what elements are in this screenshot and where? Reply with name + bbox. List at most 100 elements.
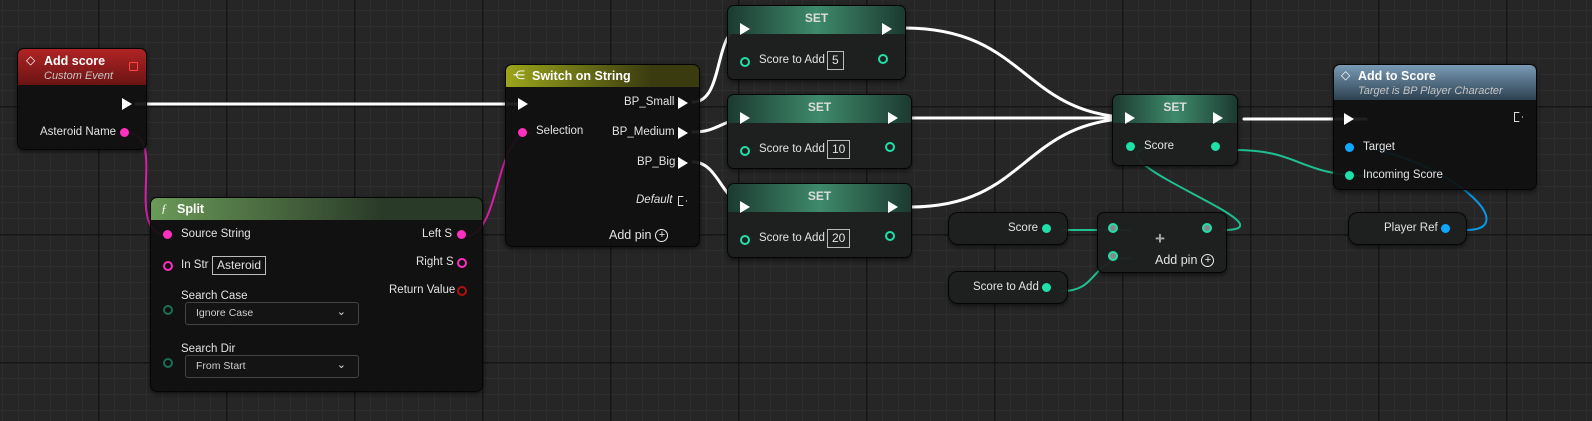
switch-icon: ⋲: [513, 68, 525, 82]
set20-exec-in-pin[interactable]: [740, 201, 750, 213]
chevron-down-icon: ⌄: [336, 359, 346, 371]
exec-wire-set20-to-setscore: [908, 116, 1142, 209]
plus-circle-icon: +: [655, 229, 669, 243]
set10-out-pin[interactable]: [885, 142, 895, 152]
selection-label: Selection: [536, 125, 584, 137]
bp-big-label: BP_Big: [637, 156, 676, 168]
add-to-score-subtitle: Target is BP Player Character: [1358, 85, 1503, 97]
add-input-b-pin[interactable]: [1108, 251, 1118, 261]
setscore-exec-in-pin[interactable]: [1125, 112, 1135, 124]
default-label: Default: [636, 194, 673, 206]
set-title: SET: [807, 189, 832, 203]
set20-value-input[interactable]: 20: [827, 229, 851, 248]
search-dir-dropdown[interactable]: From Start ⌄: [185, 355, 359, 378]
asteroid-name-pin[interactable]: [120, 128, 129, 137]
split-node[interactable]: ƒ Split Source String In Str Asteroid Se…: [150, 197, 483, 392]
add-to-score-exec-out-pin[interactable]: [1514, 112, 1523, 122]
add-pin-label: Add pin: [609, 228, 652, 242]
score-getter-node[interactable]: Score: [948, 212, 1068, 245]
add-node-add-pin-button[interactable]: Add pin+: [1155, 253, 1215, 268]
set10-exec-out-pin[interactable]: [888, 112, 898, 124]
search-dir-value: From Start: [196, 360, 246, 372]
event-exec-out-pin[interactable]: [122, 98, 132, 110]
switch-add-pin-button[interactable]: Add pin+: [609, 228, 669, 243]
chevron-down-icon: ⌄: [336, 306, 346, 318]
return-value-pin[interactable]: [457, 286, 467, 296]
setscore-pin-label: Score: [1144, 140, 1175, 152]
set-score-to-add-20-node[interactable]: SET Score to Add 20: [727, 183, 912, 258]
right-s-pin[interactable]: [457, 258, 467, 268]
left-s-label: Left S: [422, 228, 453, 240]
exec-wire-set5-to-setscore: [902, 26, 1142, 120]
event-subtitle: Custom Event: [44, 70, 114, 82]
right-s-label: Right S: [416, 256, 454, 268]
set-title: SET: [1163, 100, 1187, 114]
switch-header: ⋲ Switch on String: [506, 65, 699, 87]
set10-exec-in-pin[interactable]: [740, 112, 750, 124]
asteroid-name-label: Asteroid Name: [40, 126, 117, 138]
source-string-pin[interactable]: [163, 230, 172, 239]
target-pin[interactable]: [1345, 143, 1354, 152]
switch-exec-in-pin[interactable]: [518, 98, 528, 110]
set5-value-input[interactable]: 5: [827, 51, 844, 70]
add-input-a-pin[interactable]: [1108, 223, 1118, 233]
in-str-pin[interactable]: [163, 261, 173, 271]
setscore-out-pin[interactable]: [1211, 142, 1220, 151]
set5-value-pin[interactable]: [740, 57, 750, 67]
set-score-to-add-10-node[interactable]: SET Score to Add 10: [727, 94, 912, 169]
score-to-add-getter-pin[interactable]: [1042, 283, 1051, 292]
bp-medium-exec-pin[interactable]: [678, 127, 688, 139]
player-ref-pin[interactable]: [1441, 224, 1450, 233]
score-to-add-getter-label: Score to Add: [973, 281, 1039, 293]
add-to-score-node[interactable]: ◇ Add to Score Target is BP Player Chara…: [1333, 64, 1537, 190]
target-label: Target: [1363, 141, 1395, 153]
switch-title: Switch on String: [532, 69, 631, 83]
score-to-add-getter-node[interactable]: Score to Add: [948, 271, 1068, 304]
set20-value-pin[interactable]: [740, 235, 750, 245]
add-to-score-title: Add to Score: [1358, 69, 1436, 83]
set5-out-pin[interactable]: [878, 54, 888, 64]
set5-exec-in-pin[interactable]: [740, 23, 750, 35]
bp-big-exec-pin[interactable]: [678, 157, 688, 169]
source-string-label: Source String: [181, 228, 251, 240]
selection-pin[interactable]: [518, 128, 527, 137]
function-call-icon: ◇: [1341, 68, 1351, 82]
search-case-pin[interactable]: [163, 305, 173, 315]
set10-pin-label: Score to Add: [759, 143, 825, 155]
in-str-label: In Str: [181, 259, 209, 271]
bp-small-exec-pin[interactable]: [678, 97, 688, 109]
add-output-pin[interactable]: [1202, 223, 1212, 233]
setscore-value-pin[interactable]: [1126, 142, 1135, 151]
switch-on-string-node[interactable]: ⋲ Switch on String Selection BP_Small BP…: [505, 64, 700, 247]
add-score-event-node[interactable]: ◇ Add score Custom Event Asteroid Name: [17, 48, 147, 150]
search-case-value: Ignore Case: [196, 307, 254, 319]
set10-value-input[interactable]: 10: [827, 140, 851, 159]
in-str-input[interactable]: Asteroid: [212, 256, 267, 275]
player-ref-label: Player Ref: [1384, 222, 1438, 234]
set-score-to-add-5-node[interactable]: SET Score to Add 5: [727, 5, 906, 80]
add-integer-node[interactable]: + Add pin+: [1097, 212, 1227, 273]
search-dir-pin[interactable]: [163, 358, 173, 368]
set5-exec-out-pin[interactable]: [882, 23, 892, 35]
split-header: ƒ Split: [151, 198, 482, 220]
set-header: SET: [728, 95, 911, 123]
return-value-label: Return Value: [389, 284, 456, 296]
score-getter-label: Score: [1008, 222, 1039, 234]
event-diamond-icon: ◇: [26, 53, 36, 67]
function-icon: ƒ: [161, 201, 167, 215]
incoming-score-pin[interactable]: [1345, 171, 1354, 180]
score-getter-pin[interactable]: [1042, 224, 1051, 233]
search-case-label: Search Case: [181, 290, 248, 302]
add-to-score-exec-in-pin[interactable]: [1344, 113, 1354, 125]
search-case-dropdown[interactable]: Ignore Case ⌄: [185, 302, 359, 325]
add-to-score-header: ◇ Add to Score Target is BP Player Chara…: [1334, 65, 1536, 100]
left-s-pin[interactable]: [457, 230, 466, 239]
default-exec-pin[interactable]: [678, 196, 687, 206]
set10-value-pin[interactable]: [740, 146, 750, 156]
event-close-icon[interactable]: [129, 62, 138, 71]
set20-exec-out-pin[interactable]: [888, 201, 898, 213]
set-score-node[interactable]: SET Score: [1112, 94, 1238, 166]
player-ref-getter-node[interactable]: Player Ref: [1348, 212, 1467, 245]
setscore-exec-out-pin[interactable]: [1213, 112, 1223, 124]
set20-out-pin[interactable]: [885, 231, 895, 241]
